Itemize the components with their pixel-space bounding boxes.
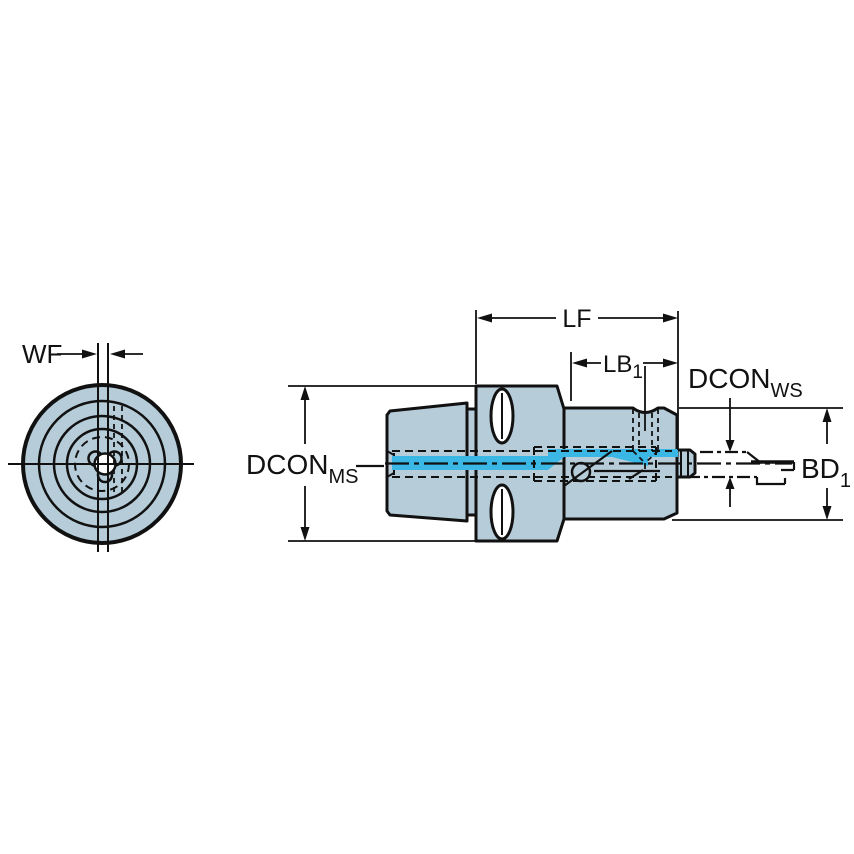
label-dcon-ws: DCONWS	[688, 363, 803, 402]
bd1-dimension: BD1	[672, 407, 851, 521]
label-dcon-ms: DCONMS	[246, 449, 358, 488]
label-lb1: LB1	[603, 351, 643, 383]
side-view: LF LB1 DCONWS DCONMS	[246, 305, 851, 543]
hidden-bore-lines	[392, 446, 672, 482]
dconws-arrow-down-icon	[725, 440, 735, 452]
front-view: WF	[8, 339, 194, 552]
label-wf: WF	[22, 339, 62, 369]
lb1-arrow-right-icon	[663, 358, 678, 368]
dconws-dimension: DCONWS	[688, 363, 803, 507]
dconms-arrow-up-icon	[300, 386, 310, 400]
dconms-arrow-down-icon	[300, 527, 310, 541]
dconws-arrow-up-icon	[725, 477, 735, 489]
lb1-arrow-left-icon	[572, 358, 587, 368]
wf-arrow-right-icon	[82, 349, 97, 359]
bd1-arrow-up-icon	[822, 408, 832, 422]
phantom-step-top	[781, 462, 796, 472]
bd1-arrow-down-icon	[822, 506, 832, 520]
label-lf: LF	[562, 305, 591, 333]
wf-dimension: WF	[22, 339, 143, 369]
lf-arrow-left-icon	[477, 313, 492, 323]
wf-arrow-left-icon	[110, 349, 125, 359]
lb1-dimension: LB1	[570, 351, 678, 401]
label-bd1: BD1	[801, 453, 851, 492]
lf-arrow-right-icon	[663, 313, 678, 323]
clamp-mechanism	[563, 450, 660, 487]
lf-dimension: LF	[475, 305, 679, 450]
recess-hidden-walls	[632, 409, 659, 451]
dconms-dimension: DCONMS	[246, 385, 476, 542]
screw-recess	[632, 366, 659, 469]
phantom-tool-outline	[687, 450, 796, 486]
coolant-narrow-band	[548, 449, 678, 457]
clamp-diagonal	[563, 450, 613, 487]
phantom-step-bottom	[755, 477, 787, 486]
drill-point-hidden	[632, 450, 659, 464]
